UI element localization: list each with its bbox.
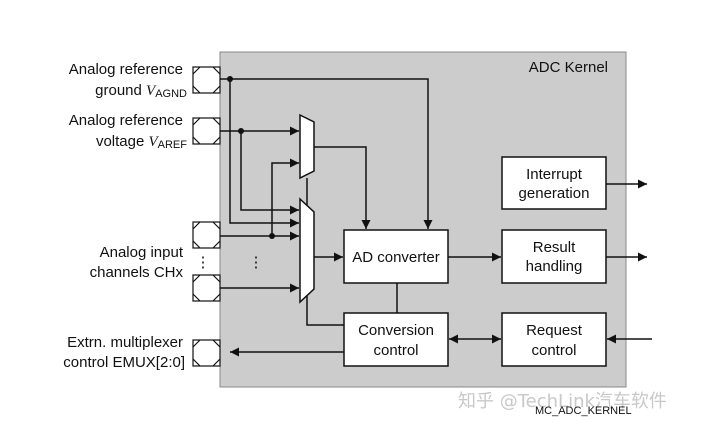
svg-text:AD converter: AD converter xyxy=(352,249,440,266)
pad-emux xyxy=(192,339,221,367)
pin-label-channels-line2: channels CHx xyxy=(90,264,184,281)
wires xyxy=(220,78,652,357)
figure-id: MC_ADC_KERNEL xyxy=(535,405,632,417)
multiplexer-reference xyxy=(299,113,315,180)
svg-text:Conversion: Conversion xyxy=(358,322,434,339)
pin-label-channels-line1: Analog input xyxy=(100,244,184,261)
pad-channel-last xyxy=(192,274,221,302)
multiplexer-channel xyxy=(299,197,315,304)
pad-agnd xyxy=(192,66,221,94)
junction-dot-ch0 xyxy=(269,233,275,239)
junction-dot-agnd xyxy=(227,76,233,82)
junction-dot-aref xyxy=(238,128,244,134)
block-ad-converter: AD converter xyxy=(343,229,449,284)
wire-ch0-to-mux1 xyxy=(271,158,299,236)
block-conversion-control: Conversion control xyxy=(343,312,449,367)
pin-label-agnd-line1: Analog reference xyxy=(69,61,183,78)
channel-wires-ellipsis: ⋮ xyxy=(249,254,264,271)
wire-convctrl-to-mux2 xyxy=(306,296,344,326)
pin-label-aref-line1: Analog reference xyxy=(69,112,183,129)
svg-text:handling: handling xyxy=(526,258,583,275)
pin-label-aref-line2: voltage VAREF xyxy=(96,133,187,151)
pin-label-emux-line1: Extrn. multiplexer xyxy=(67,334,183,351)
wire-mux1-to-adc xyxy=(314,146,371,229)
svg-text:Request: Request xyxy=(526,322,583,339)
svg-text:Interrupt: Interrupt xyxy=(526,166,583,183)
svg-text:generation: generation xyxy=(519,185,590,202)
kernel-title: ADC Kernel xyxy=(529,59,608,76)
block-result-handling: Result handling xyxy=(501,229,607,284)
svg-text:Result: Result xyxy=(533,239,576,256)
wire-aref-to-mux2 xyxy=(240,131,299,215)
svg-text:control: control xyxy=(373,342,418,359)
watermark: 知乎 @TechLink汽车软件 xyxy=(458,391,667,412)
block-request-control: Request control xyxy=(501,312,607,367)
pad-channel-first xyxy=(192,221,221,249)
block-interrupt-generation: Interrupt generation xyxy=(501,156,607,210)
wire-agnd-to-mux2 xyxy=(229,79,299,228)
pad-aref xyxy=(192,117,221,145)
pin-label-agnd-line2: ground VAGND xyxy=(95,82,187,100)
pin-label-emux-line2: control EMUX[2:0] xyxy=(63,354,185,371)
wire-agnd-to-adc xyxy=(220,78,433,229)
svg-text:control: control xyxy=(531,342,576,359)
channel-pads-ellipsis: ⋮ xyxy=(196,254,211,271)
